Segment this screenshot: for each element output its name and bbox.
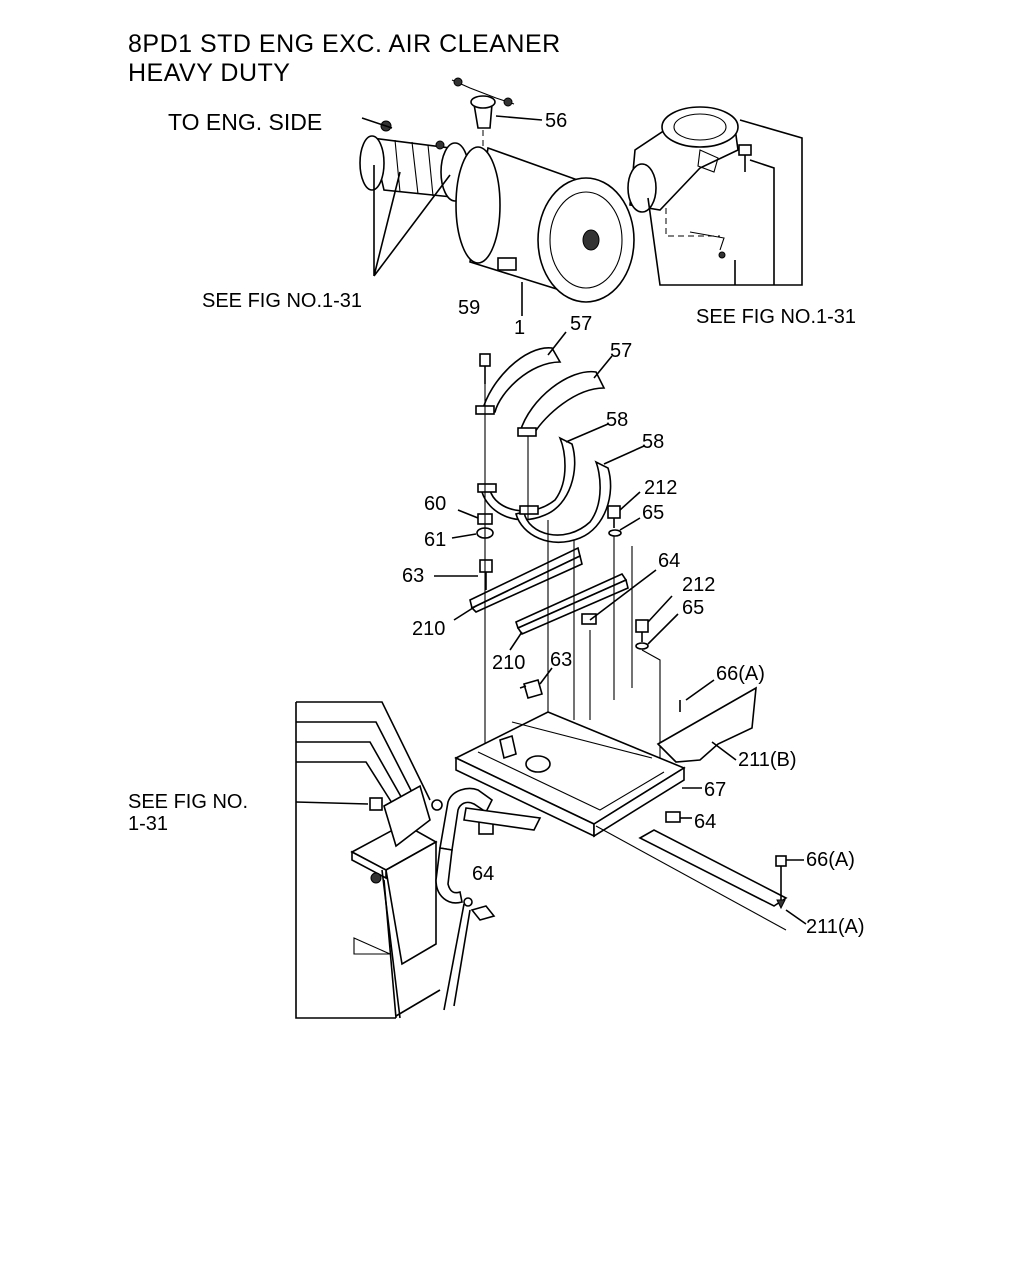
part-label-63-upper: 63 bbox=[402, 565, 424, 587]
part-label-64-right: 64 bbox=[694, 811, 716, 833]
part-label-58-lower: 58 bbox=[642, 431, 664, 453]
see-fig-left-label: SEE FIG NO.1-31 bbox=[202, 290, 362, 312]
bolt-66a-lower bbox=[775, 855, 787, 910]
part-label-56: 56 bbox=[545, 110, 567, 132]
bolt-63-upper bbox=[479, 559, 493, 590]
alignment-lines bbox=[484, 384, 661, 760]
upper-bands bbox=[475, 347, 606, 437]
outlet-elbow-right bbox=[627, 106, 752, 259]
part-label-212-lower: 212 bbox=[682, 574, 715, 596]
part-label-210-right: 210 bbox=[492, 652, 525, 674]
see-fig-bottom-label-line2: 1-31 bbox=[128, 813, 168, 835]
part-label-210-left: 210 bbox=[412, 618, 445, 640]
intake-pipe-left bbox=[359, 117, 470, 202]
nut-64-mid bbox=[581, 613, 597, 625]
leader-lines bbox=[295, 115, 807, 925]
bolt-59 bbox=[479, 353, 491, 384]
bracket-211a bbox=[638, 829, 788, 907]
restriction-indicator bbox=[451, 77, 515, 148]
rail-210-right bbox=[515, 572, 629, 636]
diagram-title-line1: 8PD1 STD ENG EXC. AIR CLEANER bbox=[128, 30, 561, 58]
see-fig-bottom-label-line1: SEE FIG NO. bbox=[128, 791, 248, 813]
bolt-212-65-lower bbox=[635, 619, 649, 650]
part-label-211a: 211(A) bbox=[806, 916, 865, 938]
part-label-66a-upper: 66(A) bbox=[716, 663, 765, 685]
air-cleaner-canister bbox=[455, 146, 635, 303]
part-label-57-lower: 57 bbox=[610, 340, 632, 362]
part-label-60: 60 bbox=[424, 493, 446, 515]
bolt-63-lower bbox=[519, 679, 543, 699]
nut-64-right bbox=[665, 811, 681, 823]
bracket-211b bbox=[656, 686, 757, 763]
part-label-58-upper: 58 bbox=[606, 409, 628, 431]
lower-bands bbox=[477, 436, 612, 543]
eng-side-label: TO ENG. SIDE bbox=[168, 109, 322, 135]
part-label-66a-lower: 66(A) bbox=[806, 849, 855, 871]
part-label-64-mid: 64 bbox=[658, 550, 680, 572]
part-label-67: 67 bbox=[704, 779, 726, 801]
part-label-57-upper: 57 bbox=[570, 313, 592, 335]
bolt-212-65-upper bbox=[607, 505, 622, 537]
part-label-212-upper: 212 bbox=[644, 477, 677, 499]
diagram-title-line2: HEAVY DUTY bbox=[128, 59, 290, 87]
part-label-64-lower: 64 bbox=[472, 863, 494, 885]
support-bracket-assembly bbox=[295, 701, 542, 1019]
base-plate-67 bbox=[454, 711, 686, 838]
part-label-65-lower: 65 bbox=[682, 597, 704, 619]
part-label-63-lower: 63 bbox=[550, 649, 572, 671]
part-label-211b: 211(B) bbox=[738, 749, 797, 771]
part-label-59: 59 bbox=[458, 297, 480, 319]
rail-210-left bbox=[469, 546, 583, 613]
leader-211a bbox=[595, 825, 787, 931]
part-label-65-upper: 65 bbox=[642, 502, 664, 524]
see-fig-right-label: SEE FIG NO.1-31 bbox=[696, 306, 856, 328]
part-label-1: 1 bbox=[514, 317, 525, 339]
part-label-61: 61 bbox=[424, 529, 446, 551]
